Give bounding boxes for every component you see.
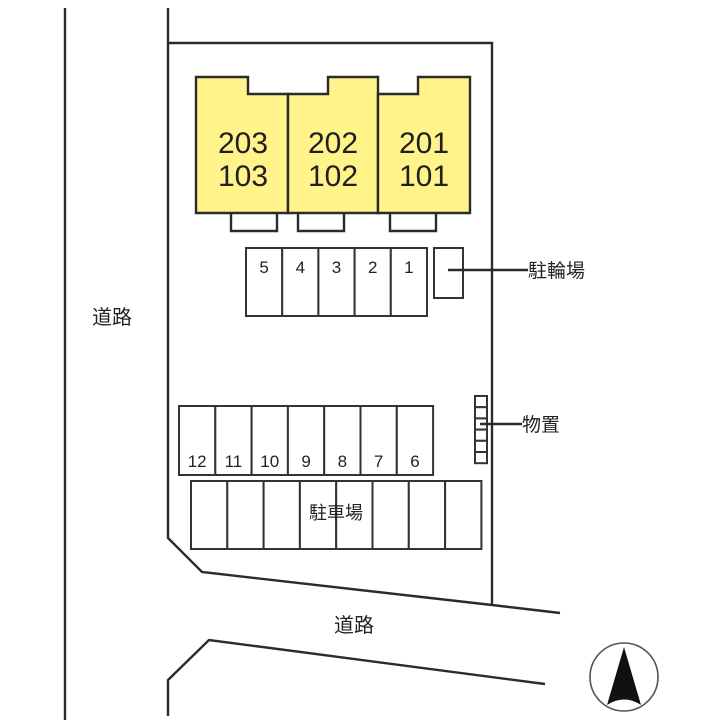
parking-space[interactable]: [335, 480, 374, 550]
parking-space[interactable]: [226, 480, 265, 550]
parking-row-lower: [190, 480, 483, 550]
storage-unit: [474, 451, 488, 465]
unit-number-upper: 201: [399, 127, 449, 160]
parking-space[interactable]: [389, 247, 428, 317]
parking-space[interactable]: [178, 405, 217, 476]
unit-number-upper: 202: [308, 127, 358, 160]
parking-row-upper: 5 4 3 2 1: [245, 247, 428, 317]
road-west: 道路: [63, 8, 170, 720]
unit-number-lower: 101: [399, 160, 449, 193]
unit-number-lower: 102: [308, 160, 358, 193]
car-parking-label: 駐車場: [309, 503, 363, 524]
road-south-edge: [166, 638, 546, 716]
parking-space[interactable]: [371, 480, 410, 550]
storage-unit: [474, 406, 488, 420]
entrance-porch: [388, 213, 438, 233]
parking-space[interactable]: [359, 405, 398, 476]
parking-space[interactable]: [214, 405, 253, 476]
parking-space-number: 8: [338, 452, 347, 471]
parking-space[interactable]: [444, 480, 483, 550]
parking-space-number: 4: [296, 258, 305, 277]
parking-space[interactable]: [395, 405, 435, 476]
road-west-label: 道路: [92, 305, 132, 329]
parking-space[interactable]: [286, 405, 326, 476]
property-boundary-top-right: [168, 41, 494, 605]
storage-label: 物置: [522, 414, 560, 436]
parking-row-middle: 12 11 10 9 8 7 6: [178, 405, 435, 476]
entrance-porch: [229, 213, 279, 233]
parking-space-number: 7: [374, 452, 383, 471]
storage-shed[interactable]: [474, 395, 488, 465]
parking-space-number: 2: [368, 258, 377, 277]
storage-unit: [474, 395, 488, 409]
parking-space-number: 12: [188, 452, 207, 471]
building-unit-201-101[interactable]: [376, 75, 472, 215]
property-boundary-left-south: [166, 43, 561, 615]
unit-number-lower: 103: [218, 160, 268, 193]
parking-space[interactable]: [298, 480, 338, 550]
storage-unit: [474, 428, 488, 442]
building-unit-202-102[interactable]: [286, 75, 380, 215]
parking-space[interactable]: [245, 247, 284, 317]
unit-number-upper: 203: [218, 127, 268, 160]
parking-space-number: 3: [332, 258, 341, 277]
parking-space-number: 1: [404, 258, 413, 277]
parking-space[interactable]: [190, 480, 229, 550]
north-arrow-icon: [589, 642, 659, 712]
road-south-label: 道路: [334, 613, 374, 637]
parking-space-number: 9: [301, 452, 310, 471]
storage-unit: [474, 439, 488, 453]
parking-space-number: 10: [260, 452, 279, 471]
parking-space[interactable]: [323, 405, 362, 476]
parking-space[interactable]: [281, 247, 320, 317]
parking-space[interactable]: [317, 247, 356, 317]
bike-parking-area[interactable]: [433, 247, 464, 299]
entrance-porch: [296, 213, 346, 233]
bike-parking-label: 駐輪場: [528, 260, 585, 282]
parking-space-number: 6: [410, 452, 419, 471]
parking-space[interactable]: [407, 480, 447, 550]
parking-space[interactable]: [353, 247, 392, 317]
parking-space-number: 11: [225, 452, 243, 471]
parking-space-number: 5: [259, 258, 268, 277]
building: 203 103 202 102 201 101: [194, 75, 472, 233]
parking-space[interactable]: [262, 480, 301, 550]
